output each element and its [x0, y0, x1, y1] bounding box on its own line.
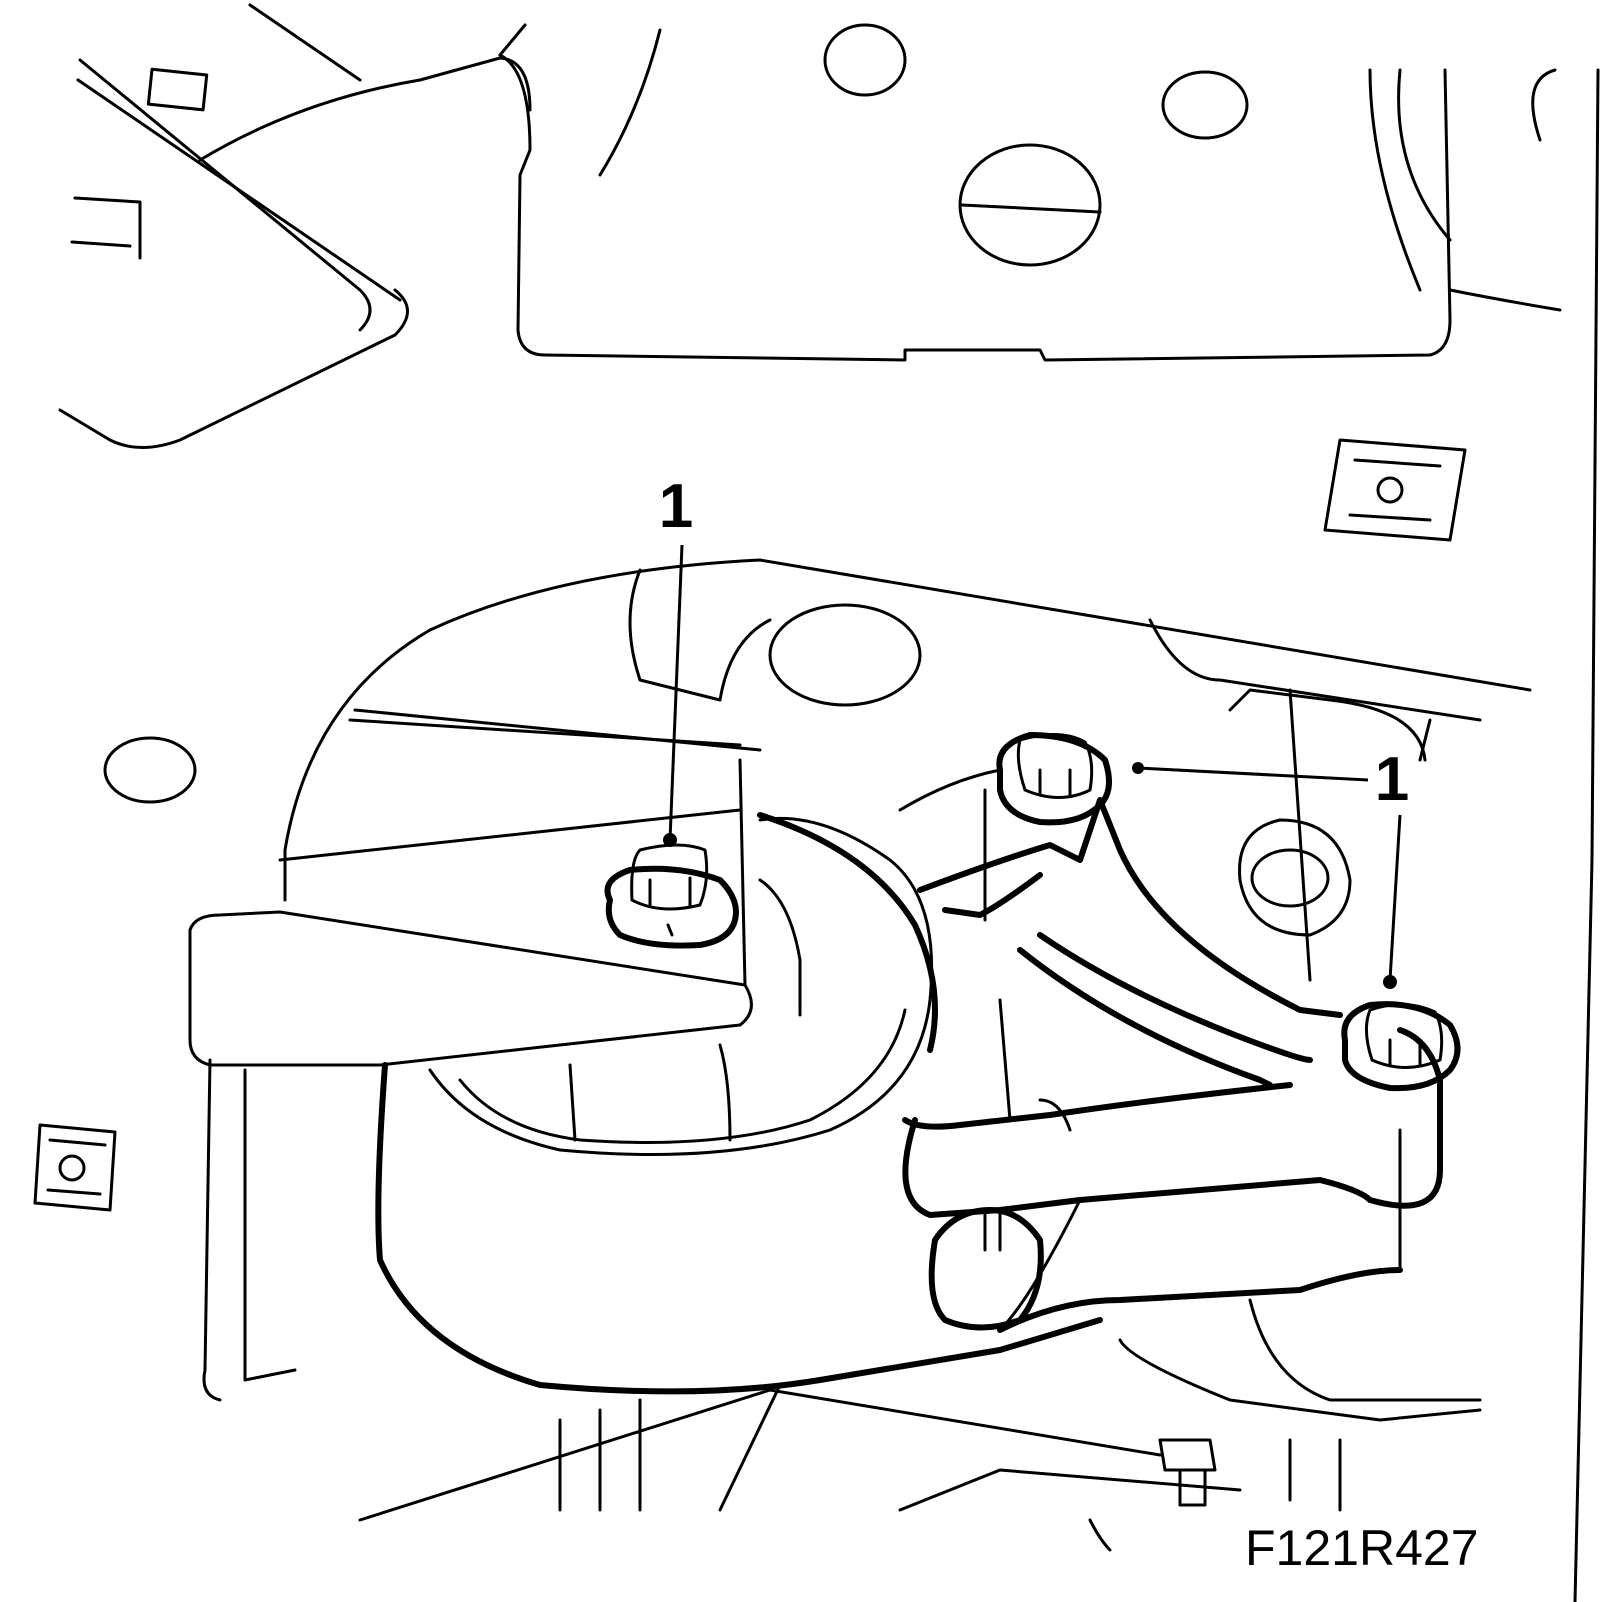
stud-bolt-lower — [1158, 1438, 1217, 1507]
callout-1-right: 1 — [1132, 745, 1409, 989]
bolt-hole-left — [103, 736, 197, 804]
mount-arm-left — [188, 910, 753, 1067]
mount-hole-top — [768, 603, 922, 707]
mount-brace — [917, 797, 1343, 1018]
bracket-plate-upper — [498, 23, 1562, 362]
body-panel-left — [58, 3, 532, 449]
retaining-clip-right — [1323, 438, 1467, 542]
engine-mount-assembly — [188, 558, 1532, 1395]
bolt-hole-upper-large — [958, 143, 1102, 267]
rubber-bushing-body — [375, 1062, 1103, 1395]
subframe-lower — [202, 1058, 1482, 1552]
retaining-clip-left — [33, 1123, 117, 1212]
bolt-right — [1341, 1001, 1461, 1092]
frame-edge-right — [1573, 68, 1600, 1602]
callout-label: 1 — [1375, 745, 1409, 814]
callout-label: 1 — [659, 472, 693, 541]
callout-1-left: 1 — [659, 472, 693, 847]
bolt-hole-upper-left — [823, 23, 907, 97]
bolt-hole-upper-mid — [1161, 70, 1249, 140]
bolt-middle — [996, 732, 1112, 826]
figure-code: F121R427 — [1245, 1520, 1479, 1576]
mount-arm-lower — [902, 1027, 1443, 1218]
bolt-left — [604, 843, 739, 949]
